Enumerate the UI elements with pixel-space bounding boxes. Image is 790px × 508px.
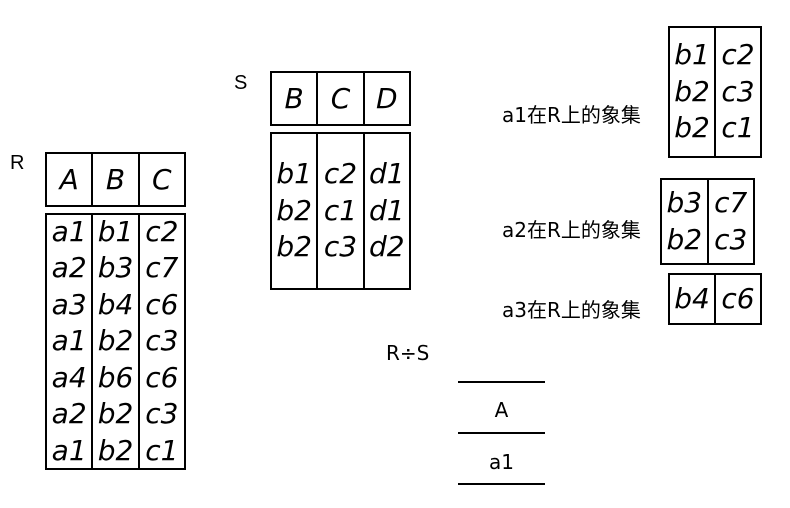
result-bottom-rule <box>458 483 545 485</box>
r-cell: b1 <box>97 214 134 248</box>
r-cell: a3 <box>51 287 87 321</box>
image-cell: c1 <box>721 111 755 145</box>
r-cell: c1 <box>145 433 179 467</box>
image-set-a2-col-b: b3 b2 <box>662 180 707 263</box>
r-col-b: b1 b3 b4 b2 b6 b2 b2 <box>91 215 137 468</box>
image-set-a3-caption: a3在R上的象集 <box>502 298 641 322</box>
r-cell: b2 <box>97 433 134 467</box>
r-cell: c3 <box>145 324 179 358</box>
r-cell: b2 <box>97 324 134 358</box>
image-set-a3-col-b: b4 <box>670 275 714 323</box>
image-set-a3-table: b4 c6 <box>668 273 762 325</box>
image-set-a2-table: b3 b2 c7 c3 <box>660 178 755 265</box>
r-cell: a1 <box>51 324 87 358</box>
s-cell: b1 <box>276 157 312 191</box>
s-header-c: C <box>316 73 362 124</box>
s-col-d: d1 d1 d2 <box>362 134 409 288</box>
image-set-a2-col-c: c7 c3 <box>706 180 754 263</box>
s-cell: d1 <box>369 157 405 191</box>
image-set-a2-caption: a2在R上的象集 <box>502 218 641 242</box>
image-cell: c7 <box>714 186 748 219</box>
s-header-b: B <box>284 82 304 115</box>
image-set-a1-col-b: b1 b2 b2 <box>670 28 714 156</box>
r-cell: a1 <box>51 214 87 248</box>
s-cell: b2 <box>276 193 312 227</box>
image-cell: b1 <box>674 38 710 72</box>
r-cell: b4 <box>97 287 134 321</box>
relation-r-label: R <box>10 152 25 174</box>
image-cell: c3 <box>714 222 748 256</box>
r-header-c: C <box>137 154 184 205</box>
r-header-a: A <box>59 163 79 196</box>
relation-s-header: B C D <box>270 71 411 126</box>
r-col-c: c2 c7 c6 c3 c6 c3 c1 <box>137 214 184 468</box>
r-cell: c2 <box>145 214 179 248</box>
r-cell: a1 <box>51 433 87 467</box>
s-cell: c1 <box>323 193 358 227</box>
relation-r-header: A B C <box>45 152 186 207</box>
r-cell: c6 <box>145 287 179 321</box>
r-cell: a2 <box>51 251 87 285</box>
r-cell: a4 <box>51 360 87 394</box>
relation-s-body: b1 b2 b2 c2 c1 c3 d1 d1 d2 <box>270 132 411 290</box>
relation-r-body: a1 a2 a3 a1 a4 a2 a1 b1 b3 b4 b2 b6 b2 b… <box>45 213 186 470</box>
r-cell: c3 <box>145 397 179 431</box>
s-col-b: b1 b2 b2 <box>272 134 316 288</box>
image-cell: b2 <box>666 222 703 256</box>
result-value: a1 <box>489 450 514 474</box>
result-top-rule <box>458 381 545 383</box>
image-cell: b3 <box>666 186 703 219</box>
s-cell: c2 <box>323 157 358 191</box>
result-header: A <box>494 398 509 422</box>
relation-s-label: S <box>234 72 248 94</box>
s-cell: d1 <box>369 193 405 227</box>
image-cell: c3 <box>721 74 755 108</box>
s-col-c: c2 c1 c3 <box>316 134 362 288</box>
result-mid-rule <box>458 432 545 434</box>
image-cell: b2 <box>674 74 710 108</box>
division-result-label: R÷S <box>386 341 430 365</box>
image-cell: b2 <box>674 111 710 145</box>
r-cell: b2 <box>97 397 134 431</box>
image-cell: c2 <box>721 38 755 72</box>
r-cell: b3 <box>97 251 134 285</box>
s-header-d: D <box>362 73 409 124</box>
s-cell: b2 <box>276 230 312 264</box>
r-col-a: a1 a2 a3 a1 a4 a2 a1 <box>47 215 91 468</box>
r-cell: a2 <box>51 397 87 431</box>
r-cell: c6 <box>145 360 179 394</box>
r-cell: b6 <box>97 360 134 394</box>
image-cell: b4 <box>674 281 710 315</box>
image-set-a1-caption: a1在R上的象集 <box>502 103 641 127</box>
r-header-b: B <box>91 154 137 205</box>
image-set-a1-table: b1 b2 b2 c2 c3 c1 <box>668 26 762 158</box>
image-set-a3-col-c: c6 <box>714 275 760 323</box>
image-set-a1-col-c: c2 c3 c1 <box>714 28 760 156</box>
image-cell: c6 <box>721 281 755 315</box>
r-cell: c7 <box>145 251 179 285</box>
s-cell: c3 <box>323 230 358 264</box>
s-cell: d2 <box>369 230 405 264</box>
